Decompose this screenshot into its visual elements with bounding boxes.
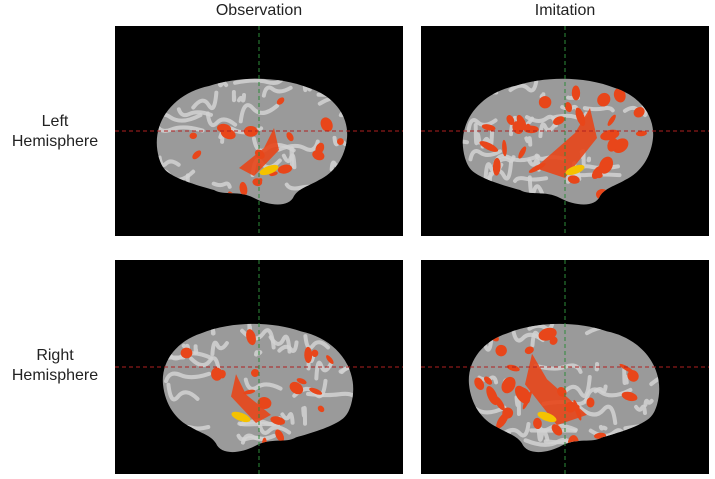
- brain-render: [115, 26, 403, 236]
- activation-blob: [326, 355, 334, 364]
- activation-blob: [533, 417, 542, 430]
- activation-blob: [180, 347, 193, 359]
- activation-peak: [259, 164, 279, 176]
- cortex-surface: [156, 78, 348, 205]
- activation-blob: [506, 115, 515, 126]
- activation-blob: [567, 175, 580, 184]
- activation-peak: [231, 411, 251, 423]
- activation-blob: [304, 346, 313, 364]
- activation-blob: [484, 376, 493, 385]
- activation-blob: [243, 389, 256, 395]
- activation-blob: [602, 437, 615, 450]
- activation-peak: [565, 164, 585, 176]
- activation-blob: [474, 377, 485, 391]
- activation-blob: [495, 344, 507, 357]
- activation-blob: [524, 346, 534, 355]
- activation-blob: [276, 97, 285, 105]
- activation-blob: [486, 386, 499, 406]
- activation-blob: [192, 150, 202, 160]
- activation-blob: [270, 416, 286, 425]
- activation-blob: [257, 397, 272, 410]
- panel-left-imitation: [421, 26, 709, 236]
- activation-blob: [246, 329, 256, 346]
- activation-blob: [592, 171, 603, 179]
- row-label-line: Hemisphere: [11, 133, 99, 150]
- activation-blob: [502, 139, 507, 157]
- activation-blob: [613, 87, 626, 103]
- activation-blob: [239, 181, 248, 196]
- row-label-line: Right: [36, 347, 74, 364]
- activation-blob: [597, 92, 611, 107]
- activation-blob: [479, 141, 499, 152]
- activation-blob: [211, 367, 223, 381]
- activation-blob: [219, 369, 226, 379]
- activation-blob: [635, 130, 648, 137]
- row-label-left-hemisphere: Left Hemisphere: [0, 112, 110, 152]
- row-label-right-hemisphere: Right Hemisphere: [0, 346, 110, 386]
- activation-blob: [538, 327, 557, 341]
- activation-blob: [296, 378, 307, 385]
- activation-blob: [553, 116, 565, 126]
- activation-blob: [517, 387, 530, 397]
- activation-blob: [506, 364, 520, 372]
- activation-blob: [627, 370, 639, 382]
- activation-blob: [632, 440, 650, 446]
- panel-right-imitation: [421, 260, 709, 474]
- activation-blob: [323, 332, 336, 341]
- activation-blob: [481, 124, 496, 131]
- activation-blob: [501, 376, 516, 394]
- row-label-line: Hemisphere: [11, 367, 99, 384]
- activation-blob: [621, 391, 638, 402]
- activation-blob: [607, 138, 619, 152]
- activation-blob: [275, 429, 285, 442]
- activation-blob: [337, 138, 344, 145]
- activation-blob: [189, 132, 197, 140]
- activation-peak: [537, 411, 557, 423]
- activation-blob: [317, 405, 325, 413]
- brain-render: [115, 260, 403, 474]
- activation-blob: [633, 106, 645, 118]
- activation-blob: [332, 182, 346, 194]
- brain-render: [421, 260, 709, 474]
- activation-blob: [586, 397, 595, 408]
- activation-blob: [311, 349, 319, 357]
- panel-left-observation: [115, 26, 403, 236]
- activation-blob: [492, 157, 501, 176]
- activation-blob: [216, 192, 227, 199]
- column-header-imitation: Imitation: [534, 2, 596, 19]
- activation-blob: [289, 381, 304, 395]
- activation-blob: [502, 407, 514, 419]
- activation-blob: [173, 430, 183, 443]
- activation-blob: [551, 424, 563, 436]
- activation-blob: [538, 96, 552, 109]
- activation-blob: [286, 132, 294, 142]
- activation-blob: [256, 178, 263, 185]
- activation-blob: [320, 117, 333, 132]
- panel-right-observation: [115, 260, 403, 474]
- activation-blob: [309, 387, 323, 395]
- row-label-line: Left: [41, 113, 69, 130]
- activation-blob: [315, 142, 325, 155]
- activation-blob: [171, 431, 183, 441]
- activation-blob: [518, 146, 527, 159]
- activation-blob: [522, 390, 532, 410]
- activation-blob: [608, 133, 614, 139]
- activation-blob: [251, 368, 260, 377]
- activation-blob: [516, 114, 527, 131]
- brain-render: [421, 26, 709, 236]
- activation-blob: [564, 101, 573, 113]
- activation-blob: [607, 114, 616, 126]
- activation-blob: [571, 85, 581, 101]
- column-header-observation: Observation: [215, 2, 303, 19]
- activation-blob: [277, 164, 293, 174]
